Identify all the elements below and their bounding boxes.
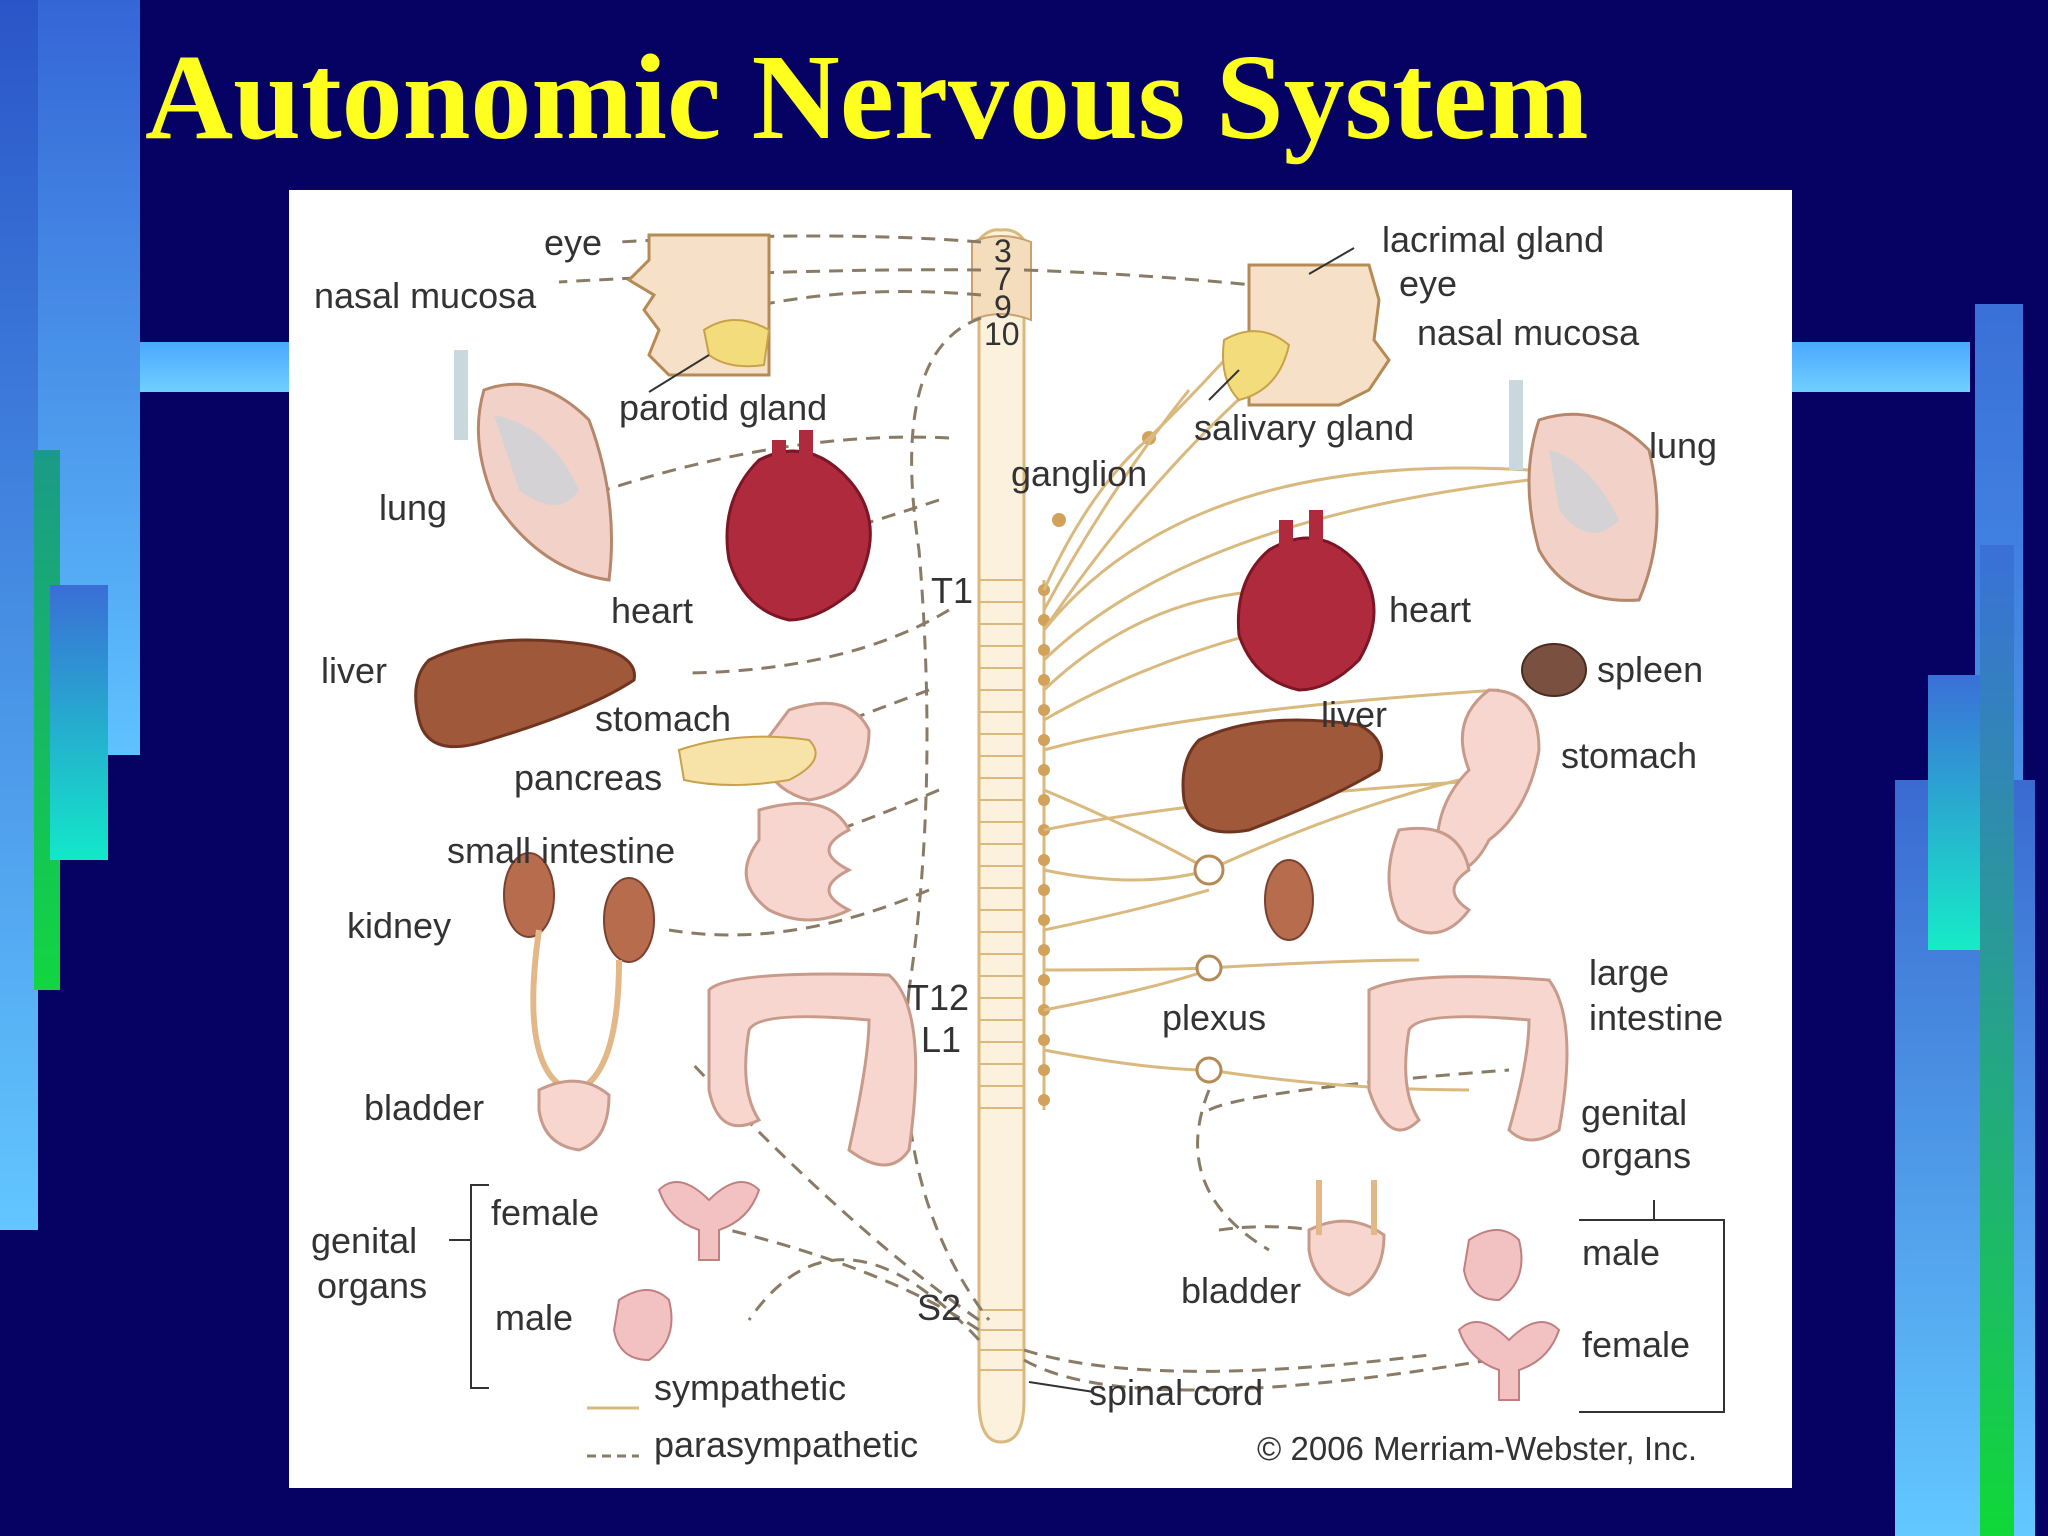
label-nasal-mucosa-right: nasal mucosa — [1417, 312, 1640, 353]
legend-sympathetic: sympathetic — [654, 1367, 846, 1408]
right-male-organs — [1462, 1229, 1523, 1302]
right-female-organs — [1457, 1321, 1561, 1401]
spinal-cord — [971, 228, 1046, 1444]
label-s2: S2 — [917, 1287, 961, 1328]
label-t1: T1 — [931, 570, 973, 611]
right-large-intestine — [1367, 975, 1569, 1142]
label-genital-right-1: genital — [1581, 1092, 1687, 1133]
label-stomach-left: stomach — [595, 698, 731, 739]
label-cranial-3: 3 — [994, 233, 1012, 269]
label-cranial-9: 9 — [994, 289, 1012, 325]
label-large-intestine-2: intestine — [1589, 997, 1723, 1038]
label-large-intestine-1: large — [1589, 952, 1669, 993]
left-face — [626, 233, 771, 377]
label-ganglion: ganglion — [1011, 453, 1147, 494]
label-bladder-left: bladder — [364, 1087, 484, 1128]
label-cranial-10: 10 — [984, 316, 1020, 352]
label-eye-left: eye — [544, 222, 602, 263]
left-genital-bracket — [470, 1184, 489, 1389]
spine-labels: 3 7 9 10 T1 T12 L1 S2 spinal cord — [907, 233, 1263, 1413]
bg-bar-left-cyan — [50, 585, 108, 860]
label-salivary-gland: salivary gland — [1194, 407, 1414, 448]
sympathetic-ganglia — [1038, 431, 1156, 1106]
label-female-right: female — [1582, 1324, 1690, 1365]
label-heart-left: heart — [611, 590, 693, 631]
slide-title: Autonomic Nervous System — [145, 30, 1589, 165]
legend-parasympathetic: parasympathetic — [654, 1424, 918, 1465]
label-small-intestine: small intestine — [447, 830, 675, 871]
right-face — [1222, 263, 1391, 407]
left-small-intestine — [744, 801, 853, 922]
right-lung — [1509, 380, 1659, 602]
label-nasal-mucosa-left: nasal mucosa — [314, 275, 537, 316]
label-cranial-7: 7 — [994, 261, 1012, 297]
label-parotid-gland: parotid gland — [619, 387, 827, 428]
left-male-organs — [612, 1289, 673, 1362]
label-spleen: spleen — [1597, 649, 1703, 690]
label-spinal-cord: spinal cord — [1089, 1372, 1263, 1413]
label-l1: L1 — [921, 1019, 961, 1060]
label-pancreas: pancreas — [514, 757, 662, 798]
left-female-organs — [657, 1181, 761, 1261]
label-liver-right: liver — [1321, 694, 1387, 735]
legend: sympathetic parasympathetic — [654, 1367, 918, 1465]
label-lacrimal-gland: lacrimal gland — [1382, 219, 1604, 260]
label-heart-right: heart — [1389, 589, 1471, 630]
left-heart — [725, 430, 872, 622]
plexus-nodes — [1193, 854, 1225, 1084]
left-labels: eye nasal mucosa parotid gland lung hear… — [311, 222, 827, 1338]
label-kidney: kidney — [347, 905, 451, 946]
label-liver-left: liver — [321, 650, 387, 691]
bg-bar-left-tall — [0, 0, 38, 1230]
right-heart — [1236, 510, 1376, 692]
left-bladder — [537, 1079, 611, 1152]
spinal-segments — [979, 579, 1024, 1371]
right-bladder — [1307, 1180, 1386, 1297]
label-male-right: male — [1582, 1232, 1660, 1273]
left-lung — [454, 350, 613, 582]
diagram-panel: eye nasal mucosa parotid gland lung hear… — [289, 190, 1792, 1488]
right-spleen — [1521, 643, 1587, 697]
bg-bar-right-green — [1980, 545, 2014, 1536]
left-liver — [414, 638, 636, 749]
left-large-intestine — [707, 972, 918, 1167]
label-bladder-right: bladder — [1181, 1270, 1301, 1311]
label-eye-right: eye — [1399, 263, 1457, 304]
ans-diagram: eye nasal mucosa parotid gland lung hear… — [311, 219, 1725, 1467]
right-small-intestine — [1387, 826, 1472, 935]
label-t12: T12 — [907, 977, 969, 1018]
left-stomach-pancreas — [677, 701, 871, 802]
right-liver — [1181, 718, 1383, 834]
label-female-left: female — [491, 1192, 599, 1233]
label-plexus: plexus — [1162, 997, 1266, 1038]
label-genital-left-2: organs — [317, 1265, 427, 1306]
right-labels: lacrimal gland eye nasal mucosa salivary… — [1011, 219, 1723, 1365]
label-male-left: male — [495, 1297, 573, 1338]
label-genital-left-1: genital — [311, 1220, 417, 1261]
parotid-gland-left — [702, 319, 771, 368]
label-lung-left: lung — [379, 487, 447, 528]
label-lung-right: lung — [1649, 425, 1717, 466]
label-stomach-right: stomach — [1561, 735, 1697, 776]
copyright-notice: © 2006 Merriam-Webster, Inc. — [1257, 1430, 1697, 1467]
label-genital-right-2: organs — [1581, 1135, 1691, 1176]
left-kidneys — [503, 852, 655, 1093]
right-genital-bracket — [1579, 1219, 1725, 1413]
leader-lines — [648, 247, 1355, 1393]
right-kidney — [1264, 859, 1314, 941]
salivary-gland-right — [1222, 330, 1291, 402]
